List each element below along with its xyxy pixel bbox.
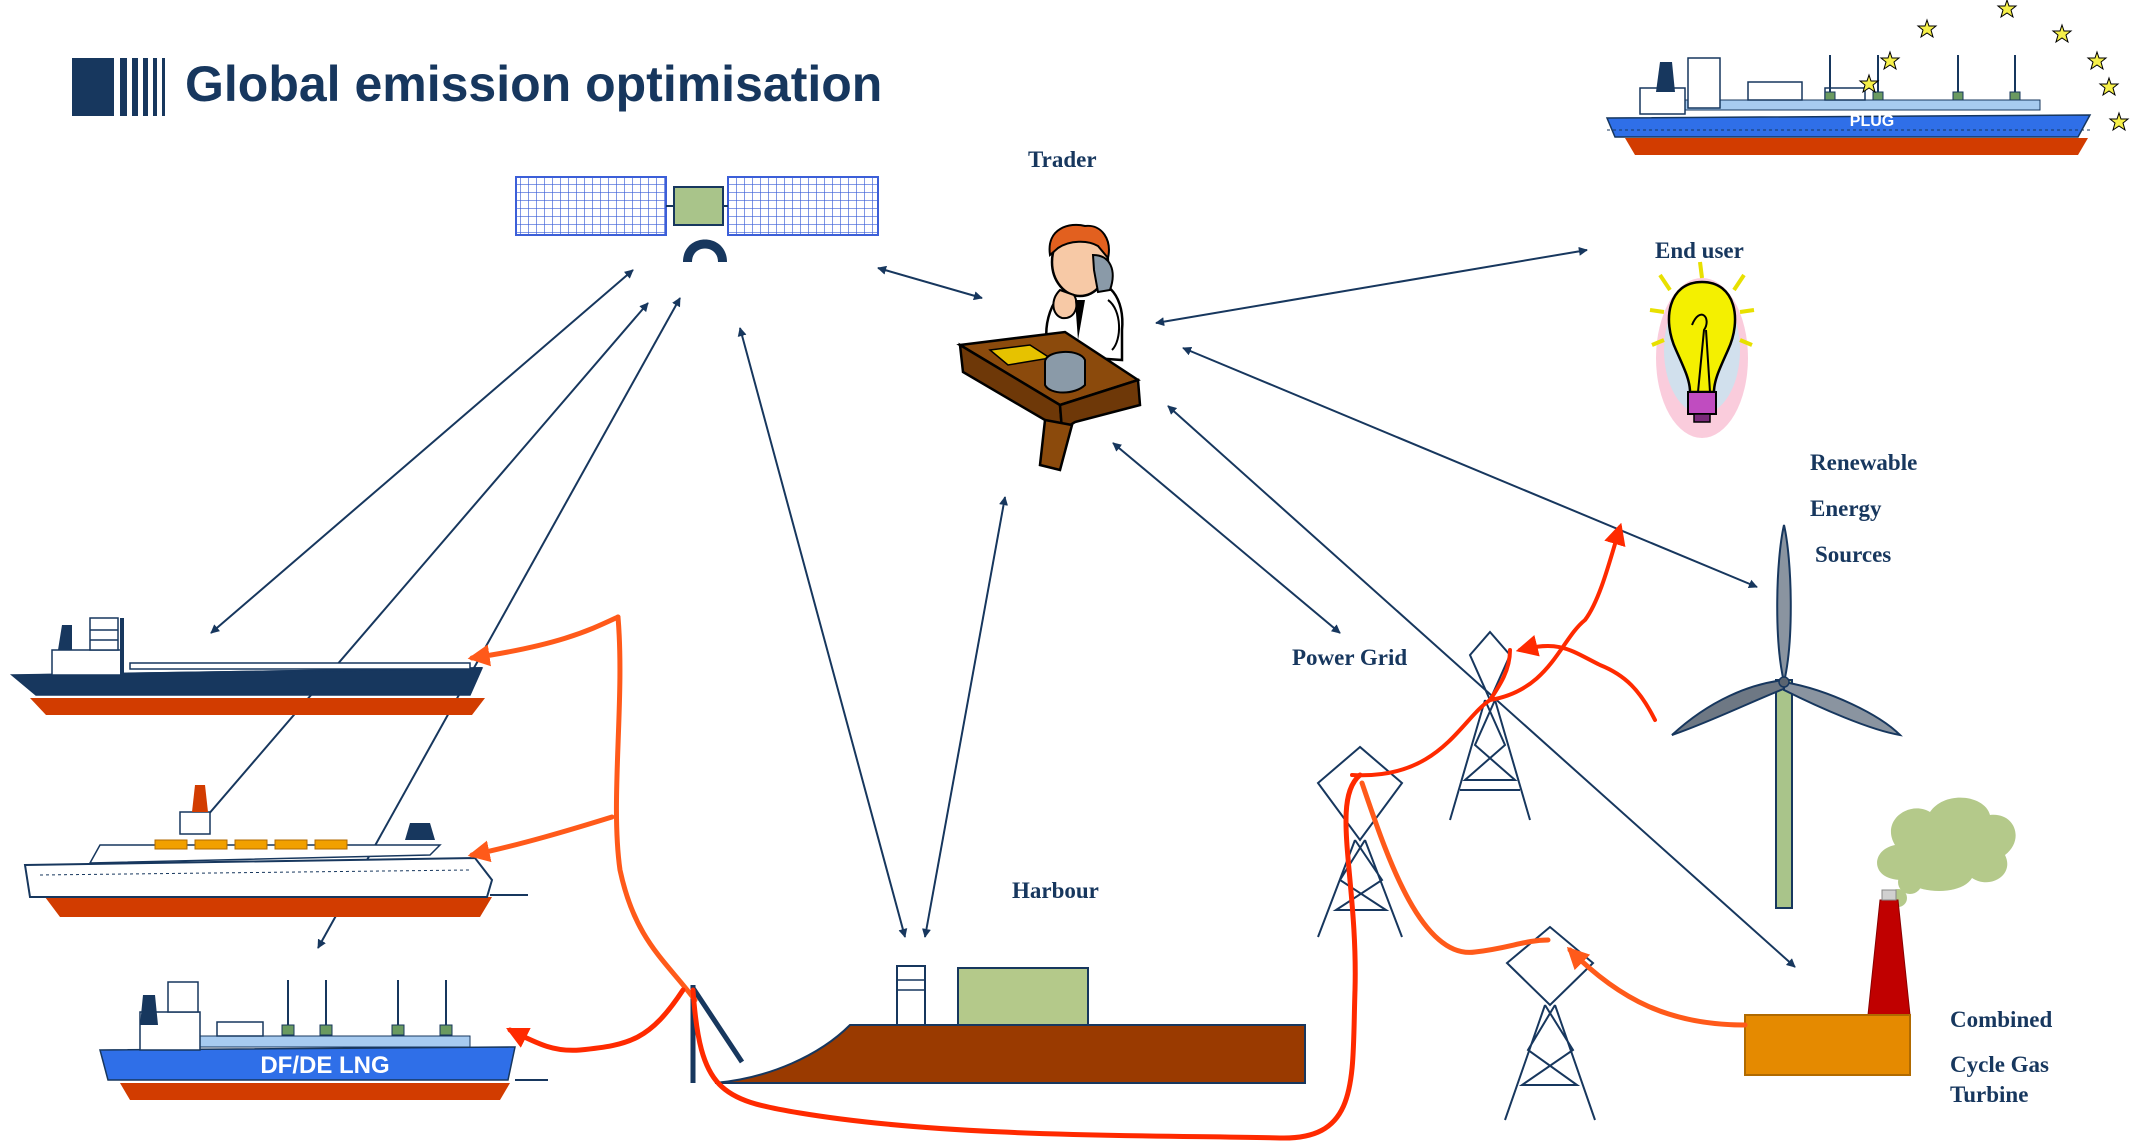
power-lines bbox=[467, 522, 1748, 1141]
ccgt-label-line2: Cycle Gas bbox=[1950, 1052, 2050, 1077]
arrow-trader-ccgt bbox=[1167, 405, 1796, 968]
page-title: Global emission optimisation bbox=[185, 56, 883, 112]
cruise-ship-icon bbox=[23, 785, 528, 917]
arrow-satellite-lng-ship bbox=[317, 297, 681, 949]
power-line-container-ship bbox=[467, 614, 621, 667]
communication-arrows bbox=[194, 246, 1796, 968]
lng-ship-label: DF/DE LNG bbox=[260, 1052, 389, 1079]
power-line-renewables-in bbox=[1515, 635, 1657, 722]
power-line-trunk bbox=[613, 614, 698, 1003]
power-grid-label: Power Grid bbox=[1292, 645, 1408, 670]
ccgt-plant-icon bbox=[1744, 797, 2016, 1076]
renewable-label-line2: Energy bbox=[1810, 496, 1882, 521]
power-line-renewables-up bbox=[1488, 522, 1626, 702]
trader-icon bbox=[956, 223, 1142, 472]
satellite-icon bbox=[515, 176, 879, 262]
harbour-icon bbox=[690, 965, 1306, 1084]
harbour-label: Harbour bbox=[1012, 878, 1099, 903]
power-line-cruise-ship bbox=[467, 814, 615, 863]
light-bulb-icon bbox=[1649, 261, 1755, 438]
power-line-lng-ship bbox=[506, 987, 686, 1053]
wind-turbine-icon bbox=[1671, 524, 1903, 909]
container-ship-icon bbox=[9, 617, 485, 715]
ccgt-label-line3: Turbine bbox=[1950, 1082, 2029, 1107]
power-line-pylons bbox=[1350, 648, 1512, 778]
arrow-satellite-cruise-ship bbox=[194, 302, 649, 831]
power-line-shore-grid bbox=[690, 772, 1363, 1141]
arrow-satellite-trader bbox=[877, 265, 983, 301]
ccgt-label-line1: Combined bbox=[1950, 1007, 2053, 1032]
eu-stars-icon bbox=[1858, 0, 2130, 132]
renewable-label-line1: Renewable bbox=[1810, 450, 1918, 475]
arrow-trader-power-grid bbox=[1112, 442, 1341, 634]
trader-label: Trader bbox=[1028, 147, 1097, 172]
plug-ship-icon: PLUG bbox=[1605, 55, 2092, 155]
renewable-label-line3: Sources bbox=[1815, 542, 1892, 567]
plug-ship-label: PLUG bbox=[1850, 113, 1894, 130]
power-line-grid-pylon bbox=[1359, 780, 1551, 955]
arrow-satellite-container-ship bbox=[210, 269, 634, 634]
arrow-trader-harbour bbox=[922, 496, 1008, 938]
lng-ship-icon: DF/DE LNG bbox=[99, 980, 548, 1100]
arrow-satellite-harbour bbox=[737, 327, 908, 938]
pylon-icon bbox=[1316, 630, 1596, 1121]
power-line-ccgt bbox=[1566, 946, 1748, 1028]
end-user-label: End user bbox=[1655, 238, 1744, 263]
arrow-trader-end-user bbox=[1155, 246, 1588, 327]
title-bar-logo bbox=[72, 58, 167, 116]
